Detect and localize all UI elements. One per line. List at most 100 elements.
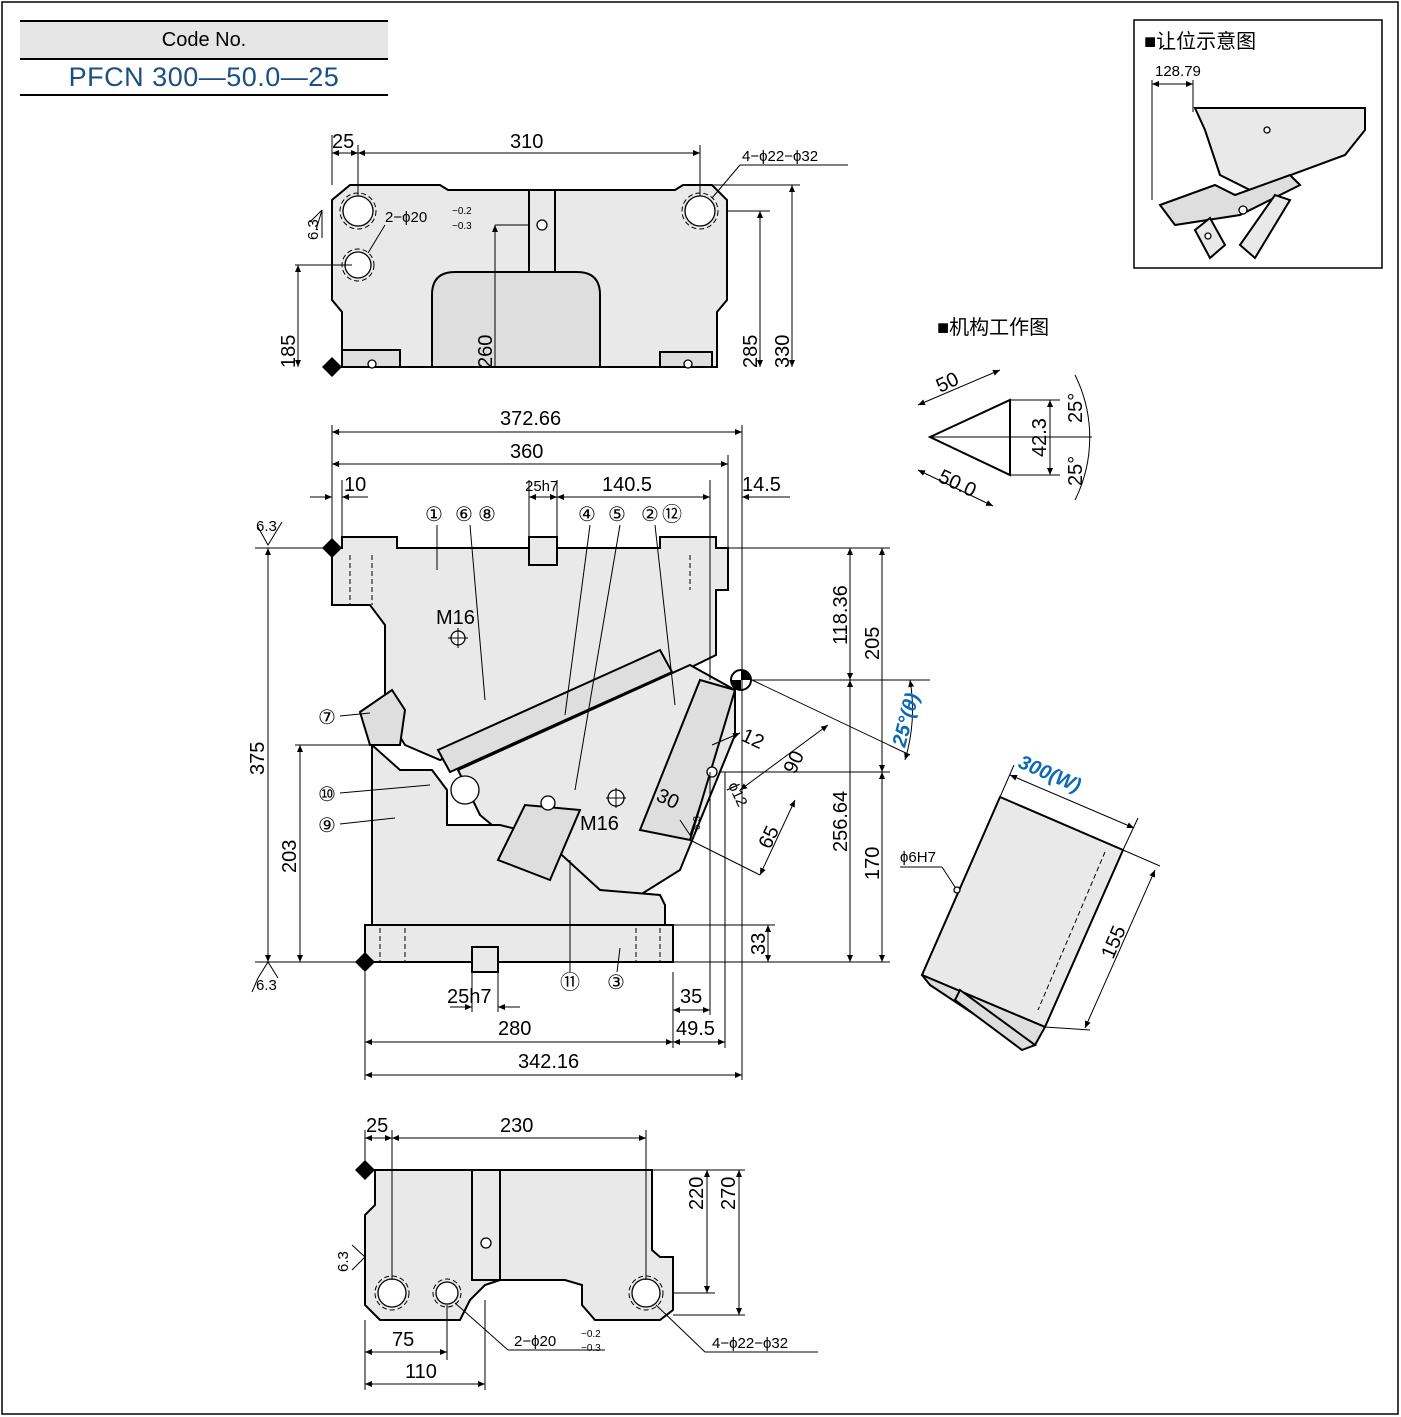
top-tol-upper: −0.2 (452, 206, 472, 217)
part-10 (450, 775, 480, 805)
dim-25h7-bottom: 25h7 (447, 986, 492, 1008)
base-plate (364, 924, 674, 963)
top-dim-310: 310 (510, 131, 543, 153)
side-length: 155 (1097, 923, 1130, 962)
top-dim-25: 25 (332, 131, 354, 153)
dim-205: 205 (862, 627, 884, 660)
side-width: 300(W) (1015, 751, 1084, 797)
balloon-11: ⑪ (560, 971, 580, 994)
top-view: 25 310 4−ϕ22−ϕ32 2−ϕ20 −0.2 −0.3 185 260… (278, 131, 848, 377)
dim-372-66: 372.66 (500, 408, 561, 430)
balloon-6: ⑥ (455, 504, 473, 526)
cam-block (496, 803, 582, 882)
clearance-slider (1158, 173, 1302, 227)
clearance-dim: 128.79 (1155, 63, 1201, 80)
top-dim-285: 285 (740, 335, 762, 368)
dim-140-5: 140.5 (602, 474, 652, 496)
code-header: Code No. (20, 20, 388, 60)
dim-360: 360 (510, 441, 543, 463)
mechanism-angle-top: 25° (1065, 393, 1087, 423)
bottom-view-hole-small (435, 1281, 459, 1305)
dim-90: 90 (780, 748, 809, 777)
bottom-holes-large: 4−ϕ22−ϕ32 (712, 1335, 788, 1352)
m16-top-label: M16 (436, 607, 475, 629)
mechanism-title: ■机构工作图 (937, 316, 1049, 339)
balloon-1: ① (425, 504, 443, 526)
bottom-tol-upper: −0.2 (581, 1329, 601, 1340)
dim-256-64: 256.64 (830, 791, 852, 852)
dim-10: 10 (344, 474, 366, 496)
mechanism-height: 42.3 (1029, 418, 1051, 457)
code-value: PFCN 300—50.0—25 (20, 60, 388, 96)
top-view-key (528, 189, 556, 273)
top-holes-large: 4−ϕ22−ϕ32 (742, 148, 818, 165)
bottom-view-key (471, 1169, 501, 1281)
bottom-holes-small: 2−ϕ20 (514, 1333, 556, 1350)
side-pin: ϕ6H7 (900, 849, 936, 866)
top-tol-lower: −0.3 (452, 221, 472, 232)
balloon-12: ⑫ (662, 503, 682, 526)
dim-35: 35 (680, 986, 702, 1008)
upper-holder (331, 536, 729, 762)
top-dim-330: 330 (772, 335, 794, 368)
balloon-2: ② (641, 504, 659, 526)
part-7 (358, 688, 407, 746)
balloon-4: ④ (578, 504, 596, 526)
dim-203: 203 (279, 840, 301, 873)
top-dim-185: 185 (278, 335, 300, 368)
mechanism-angle-bottom: 25° (1065, 456, 1087, 486)
front-view: 372.66 360 10 25h7 140.5 14.5 ① ⑥ ⑧ ④ ⑤ … (247, 408, 930, 1080)
top-surface: 6.3 (305, 219, 322, 240)
top-view-key-screw (536, 219, 548, 231)
bottom-dim-270: 270 (718, 1177, 740, 1210)
dim-342-16: 342.16 (518, 1051, 579, 1073)
clearance-diagram: ■让位示意图 128.79 (1133, 19, 1383, 269)
balloon-8: ⑧ (478, 504, 496, 526)
m16-cam-label: M16 (580, 813, 619, 835)
bottom-dim-220: 220 (686, 1177, 708, 1210)
top-view-hole-upper-right (684, 195, 716, 227)
clearance-holder (1193, 107, 1366, 192)
angle-25-theta: 25°(θ) (888, 690, 924, 750)
bottom-dim-230: 230 (500, 1115, 533, 1137)
code-number-box: Code No. PFCN 300—50.0—25 (20, 20, 388, 96)
cam-slider (436, 648, 674, 774)
top-view-hole-upper-left (342, 195, 374, 227)
base-key (471, 946, 499, 973)
dim-280: 280 (498, 1018, 531, 1040)
bottom-view-body (364, 1169, 674, 1321)
side-view: 300(W) 155 ϕ6H7 (900, 751, 1161, 1052)
dim-phi12: ϕ12 (724, 780, 750, 810)
dim-375: 375 (247, 742, 269, 775)
upper-key (528, 536, 558, 566)
part-2-guide (638, 678, 737, 842)
dim-25h7-top: 25h7 (525, 478, 558, 495)
front-surface-top: 6.3 (256, 518, 277, 535)
bottom-view-hole-left (377, 1278, 407, 1308)
datum-mark (322, 357, 342, 377)
balloon-5: ⑤ (608, 504, 626, 526)
cam-screw (540, 795, 556, 811)
front-surface-cam: 6.3 (692, 816, 703, 830)
mechanism-diagram: ■机构工作图 50 50.0 42.3 25° 25° (917, 316, 1092, 507)
mechanism-top: 50 (933, 368, 962, 397)
bottom-dim-110: 110 (405, 1361, 437, 1383)
bottom-view: 25 230 220 270 75 110 2−ϕ20 −0.2 −0.3 4−… (335, 1115, 818, 1390)
bottom-dim-75: 75 (392, 1329, 414, 1351)
side-pin-hole (953, 886, 961, 894)
dim-65: 65 (755, 823, 784, 852)
balloon-9: ⑨ (318, 815, 336, 837)
dim-170: 170 (862, 847, 884, 880)
bottom-dim-25: 25 (366, 1115, 388, 1137)
front-surface-bottom: 6.3 (256, 977, 277, 994)
bottom-tol-lower: −0.3 (581, 1343, 601, 1354)
bottom-surface: 6.3 (335, 1251, 352, 1272)
bottom-view-hole-right (631, 1278, 661, 1308)
dim-49-5: 49.5 (676, 1018, 715, 1040)
top-view-slot (431, 271, 601, 368)
balloon-10: ⑩ (318, 784, 336, 806)
dim-118-36: 118.36 (830, 585, 852, 645)
dim-33: 33 (748, 933, 770, 955)
